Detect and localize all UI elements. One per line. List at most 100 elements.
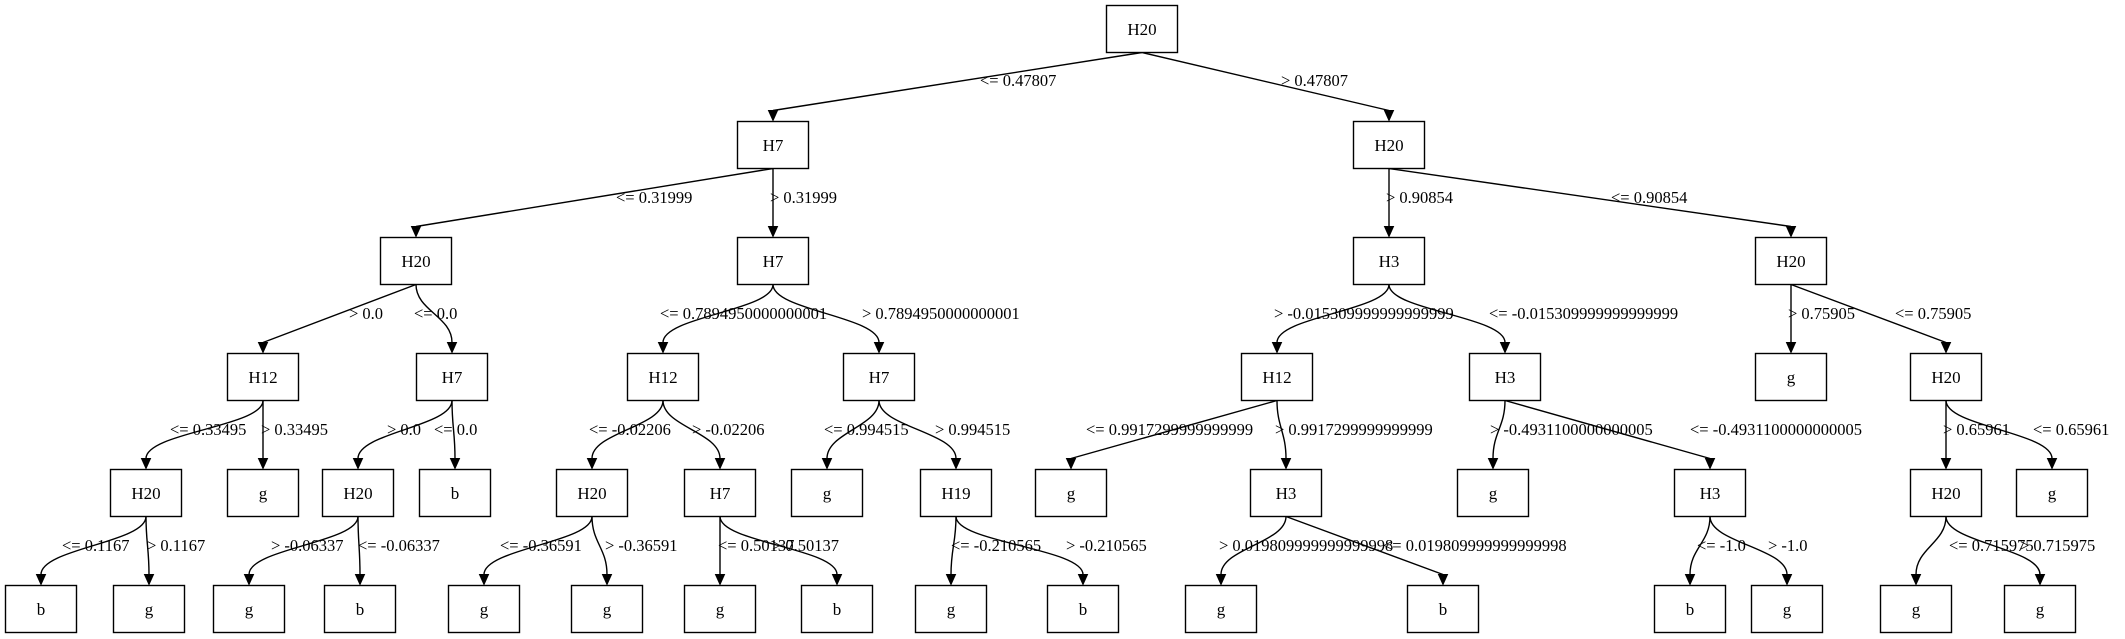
arrowhead-icon (1684, 574, 1696, 586)
leaf-node: g (1184, 584, 1258, 634)
node-box (415, 352, 489, 402)
split-node: H12 (626, 352, 700, 402)
edge-line (1276, 400, 1287, 459)
arrowhead-icon (767, 226, 779, 238)
node-label: g (480, 600, 489, 619)
tree-edge: <= 0.47807 (767, 51, 1143, 122)
leaf-node: b (1653, 584, 1727, 634)
tree-edge: <= 0.31999 (410, 167, 774, 238)
edge-line (1709, 516, 1788, 575)
tree-edge: > 0.31999 (767, 168, 837, 238)
node-box (1754, 352, 1828, 402)
leaf-node: g (1754, 352, 1828, 402)
arrowhead-icon (1215, 574, 1227, 586)
node-box (570, 584, 644, 634)
node-box (4, 584, 78, 634)
edge-line (719, 516, 838, 575)
edge-line (1945, 400, 2053, 459)
edge-line (1276, 284, 1390, 343)
arrowhead-icon (1271, 342, 1283, 354)
edge-condition-label: > 0.47807 (1281, 71, 1348, 90)
leaf-node: g (2015, 468, 2089, 518)
tree-edge: <= 0.1167 (35, 516, 147, 586)
edge-layer: <= 0.47807 > 0.47807 <= 0.31999 > 0.31999 > … (35, 51, 2109, 586)
tree-edge: <= -0.015309999999999999 (1388, 284, 1678, 354)
node-box (1673, 468, 1747, 518)
node-box (2003, 584, 2077, 634)
node-label: H7 (763, 136, 784, 155)
arrowhead-icon (257, 342, 269, 354)
node-box (1653, 584, 1727, 634)
split-node: H3 (1673, 468, 1747, 518)
edge-condition-label: > 0.7894950000000001 (862, 304, 1020, 323)
arrowhead-icon (140, 458, 152, 470)
tree-edge: > -0.36591 (591, 516, 678, 586)
node-label: g (1783, 600, 1792, 619)
node-box (800, 584, 874, 634)
edge-condition-label: <= -0.210565 (951, 536, 1041, 555)
node-box (1184, 584, 1258, 634)
edge-condition-label: > -0.06337 (271, 536, 344, 555)
edge-line (1492, 400, 1506, 459)
edge-line (1388, 167, 1792, 228)
node-box (379, 236, 453, 286)
arrowhead-icon (1077, 574, 1089, 586)
arrowhead-icon (1383, 110, 1395, 122)
node-label: H20 (1931, 484, 1960, 503)
node-label: b (37, 600, 46, 619)
node-label: b (451, 484, 460, 503)
node-box (2015, 468, 2089, 518)
edge-line (40, 516, 147, 575)
edge-line (1070, 399, 1278, 460)
arrowhead-icon (2046, 458, 2058, 470)
tree-edge: <= 0.65961 (1945, 400, 2109, 470)
edge-condition-label: <= 0.31999 (616, 188, 692, 207)
edge-condition-label: <= 0.994515 (824, 420, 909, 439)
arrowhead-icon (1940, 342, 1952, 354)
arrowhead-icon (586, 458, 598, 470)
leaf-node: g (1034, 468, 1108, 518)
arrowhead-icon (831, 574, 843, 586)
tree-edge: > 0.994515 (878, 400, 1010, 470)
node-label: g (145, 600, 154, 619)
tree-edge: <= -0.4931100000000005 (1504, 399, 1862, 470)
edge-condition-label: > 0.019809999999999998 (1219, 536, 1393, 555)
edge-condition-label: > 0.33495 (261, 420, 328, 439)
node-label: g (259, 484, 268, 503)
arrowhead-icon (446, 342, 458, 354)
node-label: H20 (1776, 252, 1805, 271)
edge-line (955, 516, 1084, 575)
edge-condition-label: <= 0.50137 (718, 536, 794, 555)
arrowhead-icon (2034, 574, 2046, 586)
arrowhead-icon (257, 458, 269, 470)
arrowhead-icon (873, 342, 885, 354)
edge-line (483, 516, 593, 575)
node-box (736, 120, 810, 170)
leaf-node: g (1879, 584, 1953, 634)
node-label: H19 (941, 484, 970, 503)
tree-edge: > -0.02206 (662, 400, 765, 470)
leaf-node: g (447, 584, 521, 634)
leaf-node: g (1750, 584, 1824, 634)
node-box (555, 468, 629, 518)
leaf-node: b (323, 584, 397, 634)
leaf-node: b (1046, 584, 1120, 634)
edge-condition-label: <= 0.7894950000000001 (660, 304, 827, 323)
node-label: b (1686, 600, 1695, 619)
node-label: b (833, 600, 842, 619)
tree-edge: > 0.33495 (257, 400, 328, 470)
tree-edge: <= 0.0 (434, 400, 477, 470)
split-node: H20 (555, 468, 629, 518)
split-node: H7 (736, 236, 810, 286)
arrowhead-icon (1785, 226, 1797, 238)
edge-line (1504, 399, 1711, 460)
node-box (683, 584, 757, 634)
arrowhead-icon (35, 574, 47, 586)
tree-edge: > 0.0 (257, 283, 417, 354)
node-box (1879, 584, 1953, 634)
edge-condition-label: <= 0.9917299999999999 (1086, 420, 1253, 439)
node-box (1352, 236, 1426, 286)
tree-edge: > 0.90854 (1383, 168, 1453, 238)
edge-condition-label: <= -0.015309999999999999 (1489, 304, 1678, 323)
node-box (1352, 120, 1426, 170)
